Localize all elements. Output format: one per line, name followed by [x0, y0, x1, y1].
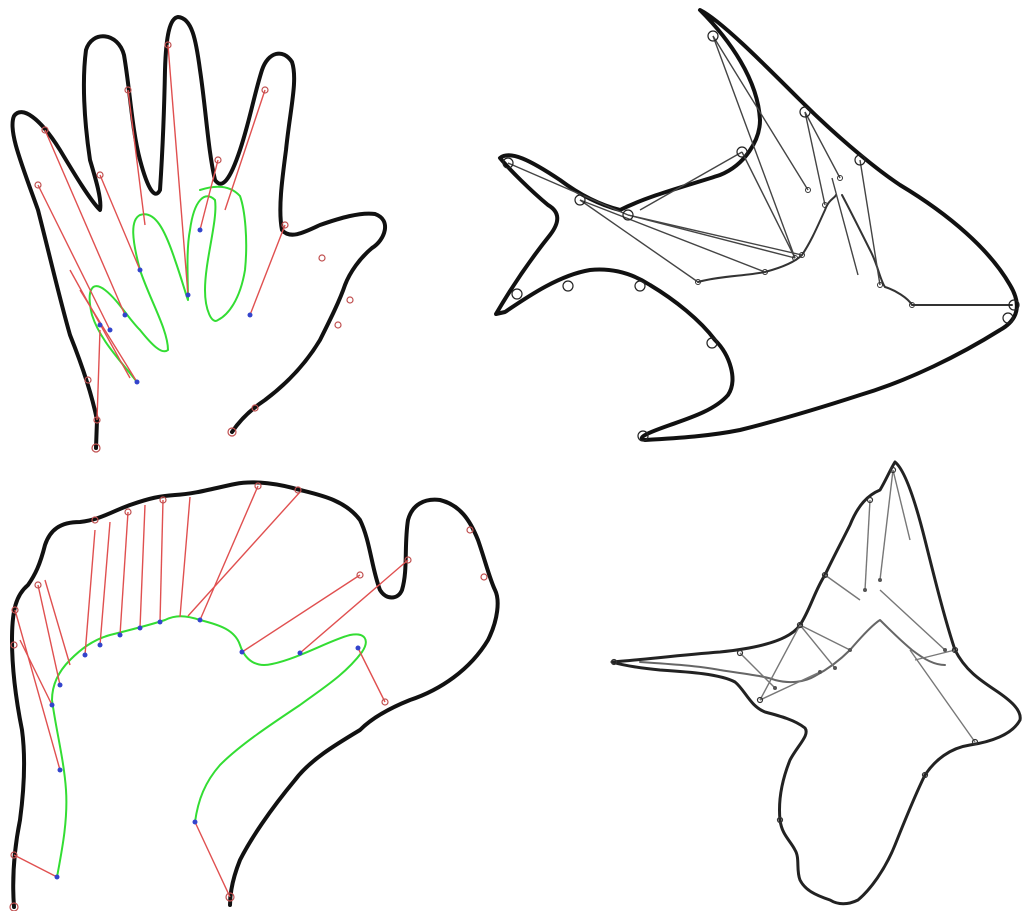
panel-hand-2	[10, 482, 498, 911]
hand-1-outline	[12, 17, 385, 448]
hand-2-links	[14, 486, 408, 897]
fish-contour-points	[503, 31, 1019, 441]
hand-2-skeleton	[52, 616, 366, 877]
panel-bird	[612, 462, 1021, 904]
panel-fish	[496, 10, 1019, 441]
hand-1-skeleton	[90, 187, 247, 382]
bird-outline	[612, 462, 1020, 904]
bird-contour-points	[612, 468, 978, 823]
hand-1-links	[38, 45, 285, 420]
hand-2-outline	[12, 482, 498, 907]
panel-hand-1	[12, 17, 385, 452]
fish-skeleton	[698, 195, 1012, 305]
hand-2-axis-points	[50, 618, 361, 880]
fish-links	[508, 36, 880, 285]
fish-outline	[496, 10, 1017, 440]
bird-axis-points	[773, 578, 947, 690]
